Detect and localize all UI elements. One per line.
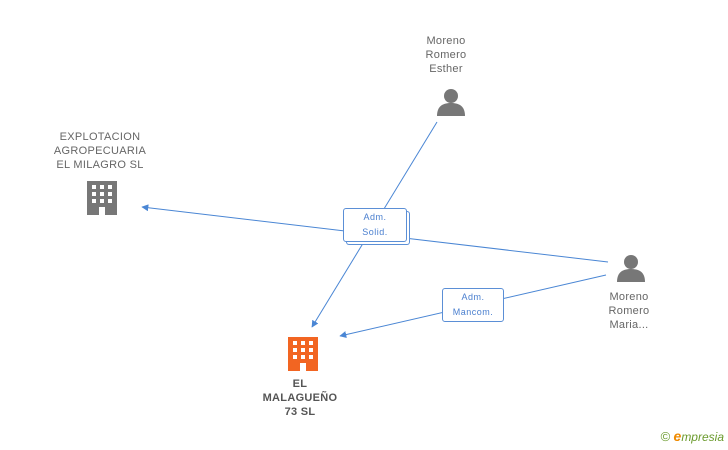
edge-label-adm-solid[interactable]: Adm. Solid. (343, 208, 407, 242)
node-label-malagueno[interactable]: EL MALAGUEÑO 73 SL (262, 378, 338, 418)
brand-name: mpresia (681, 430, 724, 444)
node-label-maria[interactable]: Moreno Romero Maria... (608, 291, 650, 331)
edge-label-adm-mancom[interactable]: Adm. Mancom. (442, 288, 504, 322)
empresia-watermark: © empresia (661, 428, 724, 444)
building-icon[interactable] (87, 181, 117, 215)
person-icon[interactable] (437, 89, 465, 116)
person-icon[interactable] (617, 255, 645, 282)
brand-initial: e (673, 428, 682, 444)
copyright-symbol: © (660, 429, 671, 444)
node-label-esther[interactable]: Moreno Romero Esther (425, 35, 467, 75)
node-label-explotacion[interactable]: EXPLOTACION AGROPECUARIA EL MILAGRO SL (53, 131, 147, 171)
building-icon-main[interactable] (288, 337, 318, 371)
